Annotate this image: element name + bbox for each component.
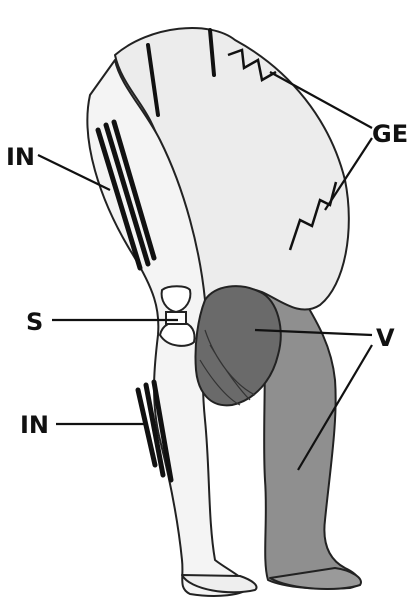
- label-s: S: [26, 308, 43, 336]
- label-in-lower: IN: [20, 411, 49, 439]
- label-v: V: [376, 324, 395, 352]
- body-outline: [87, 28, 361, 596]
- label-in-upper: IN: [6, 143, 35, 171]
- label-ge: GE: [372, 120, 408, 148]
